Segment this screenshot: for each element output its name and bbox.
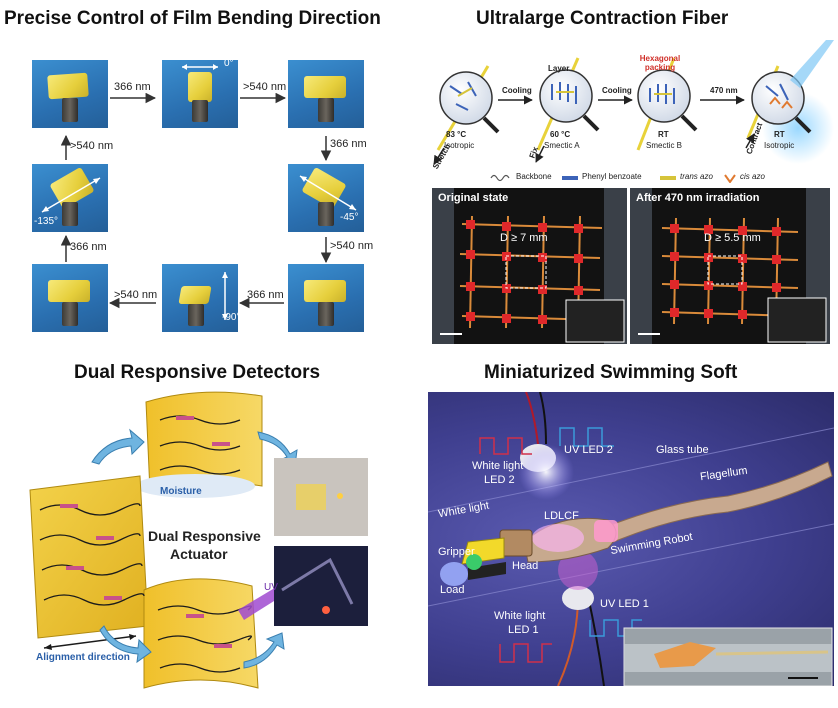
swim-load: Load: [440, 584, 465, 596]
detector-uv-label: UV: [264, 582, 278, 593]
fiber-cooling-1: Cooling: [502, 86, 532, 95]
fiber-temp-1: 83 °C: [446, 130, 467, 139]
fiber-photo-irradiated: After 470 nm irradiation D ≥ 5.5 mm: [630, 188, 830, 344]
fiber-layer-label: Layer: [548, 64, 570, 73]
fiber-photo-right-d: D ≥ 5.5 mm: [704, 232, 761, 244]
angle-m90: -90°: [222, 312, 241, 323]
legend-trans-azo: trans azo: [680, 172, 713, 181]
detector-alignment-label: Alignment direction: [36, 652, 130, 663]
swim-white-led-2-l1: White light: [472, 460, 524, 472]
fiber-temp-4: RT: [774, 130, 785, 139]
film-tile-m45deg: [288, 164, 364, 232]
bending-panel: 366 nm >540 nm 366 nm >540 nm 366 nm >54…: [0, 40, 420, 350]
legend-phenyl: Phenyl benzoate: [582, 172, 642, 181]
fiber-photo-left-label: Original state: [438, 192, 509, 204]
detector-actuator-line1: Dual Responsive: [148, 528, 261, 544]
film-tile-m135deg: [32, 164, 108, 232]
fiber-photo-original: Original state D ≥ 7 mm: [432, 188, 627, 344]
fiber-phase-2: Smectic A: [544, 141, 580, 150]
bending-label-uv-1: 366 nm: [114, 81, 151, 93]
film-tile-initial: [32, 60, 108, 128]
fiber-legend: Backbone Phenyl benzoate trans azo cis a…: [490, 172, 830, 184]
fiber-photo-left-d: D ≥ 7 mm: [500, 232, 548, 244]
swim-white-led-1-l1: White light: [494, 610, 546, 622]
angle-0: 0°: [224, 58, 234, 69]
panel-title-fiber: Ultralarge Contraction Fiber: [476, 8, 729, 29]
film-tile-0deg: [162, 60, 238, 128]
fiber-schematic: [433, 40, 834, 165]
fiber-cooling-2: Cooling: [602, 86, 632, 95]
swim-glass-tube: Glass tube: [656, 444, 709, 456]
legend-backbone: Backbone: [516, 172, 552, 181]
film-tile-flat-4: [288, 264, 364, 332]
bending-label-vis-1: >540 nm: [243, 81, 287, 93]
detector-actuator-line2: Actuator: [170, 546, 228, 562]
fiber-hexagonal-label: Hexagonal packing: [639, 54, 681, 72]
swimming-illustration: [428, 392, 834, 686]
swim-white-led-1-l2: LED 1: [508, 624, 539, 636]
swim-ldlcf: LDLCF: [544, 510, 579, 522]
fiber-phase-1: Isotropic: [444, 141, 475, 150]
detector-illustration: [29, 391, 368, 689]
bending-label-vis-3: >540 nm: [114, 289, 158, 301]
bending-label-vis-4: >540 nm: [70, 140, 114, 152]
panel-title-detectors: Dual Responsive Detectors: [74, 362, 321, 383]
panel-title-bending: Precise Control of Film Bending Directio…: [4, 8, 381, 29]
swim-head: Head: [512, 560, 539, 572]
bending-label-uv-2: 366 nm: [330, 138, 367, 150]
swim-uv-led-2: UV LED 2: [564, 444, 613, 456]
bending-label-uv-4: 366 nm: [70, 241, 107, 253]
fiber-phase-4: Isotropic: [764, 141, 795, 150]
swimming-panel: UV LED 2 White light LED 2 Glass tube Fl…: [428, 392, 834, 686]
fiber-phase-3: Smectic B: [646, 141, 683, 150]
swim-gripper: Gripper: [438, 546, 475, 558]
angle-m45: -45°: [340, 212, 359, 223]
swim-white-led-2-l2: LED 2: [484, 474, 515, 486]
detector-moisture-label: Moisture: [160, 486, 202, 497]
fiber-panel: 83 °C Isotropic 60 °C Smectic A RT Smect…: [428, 38, 834, 348]
angle-m135: -135°: [34, 216, 59, 227]
fiber-temp-2: 60 °C: [550, 130, 571, 139]
fiber-irradiation: 470 nm: [710, 86, 738, 95]
film-tile-m90deg: [162, 264, 238, 332]
detector-panel: Moisture Dual Responsive Actuator UV Ali…: [0, 390, 420, 700]
panel-title-swimming: Miniaturized Swimming Soft: [484, 362, 738, 383]
fiber-temp-3: RT: [658, 130, 669, 139]
bending-label-uv-3: 366 nm: [247, 289, 284, 301]
bending-label-vis-2: >540 nm: [330, 240, 374, 252]
bending-arrows: [60, 92, 332, 309]
film-tile-flat-3: [32, 264, 108, 332]
film-tile-flat-2: [288, 60, 364, 128]
legend-cis-azo: cis azo: [740, 172, 765, 181]
swim-uv-led-1: UV LED 1: [600, 598, 649, 610]
fiber-photo-right-label: After 470 nm irradiation: [636, 192, 760, 204]
